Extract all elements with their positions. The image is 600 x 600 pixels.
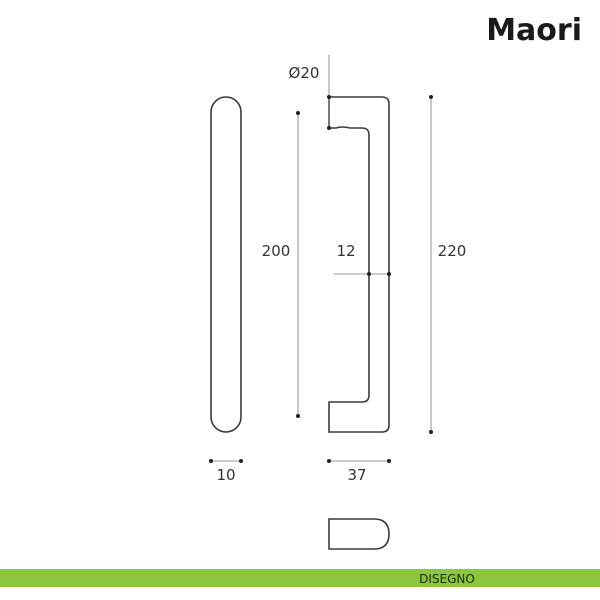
- product-title: Maori: [486, 13, 582, 48]
- footer-label: DISEGNO: [419, 572, 475, 586]
- dimension-length-side: 220: [429, 95, 466, 434]
- dimension-thickness-label: 12: [336, 242, 355, 260]
- footer-band: [0, 569, 600, 587]
- dimension-length-front-label: 200: [262, 242, 291, 260]
- dimension-length-side-label: 220: [438, 242, 467, 260]
- handle-side-view: [328, 96, 390, 433]
- dimension-width-front-label: 10: [216, 466, 235, 484]
- dimension-depth-side-label: 37: [347, 466, 366, 484]
- handle-front-view: [210, 96, 242, 433]
- dimension-length-front: 200: [262, 111, 300, 418]
- dimension-diameter-label: Ø20: [289, 64, 320, 82]
- dimension-thickness: 12: [334, 242, 391, 276]
- dimension-diameter: Ø20: [289, 55, 331, 130]
- dimension-depth-side: 37: [327, 459, 391, 484]
- dimension-width-front: 10: [209, 459, 243, 484]
- handle-end-view: [328, 518, 390, 550]
